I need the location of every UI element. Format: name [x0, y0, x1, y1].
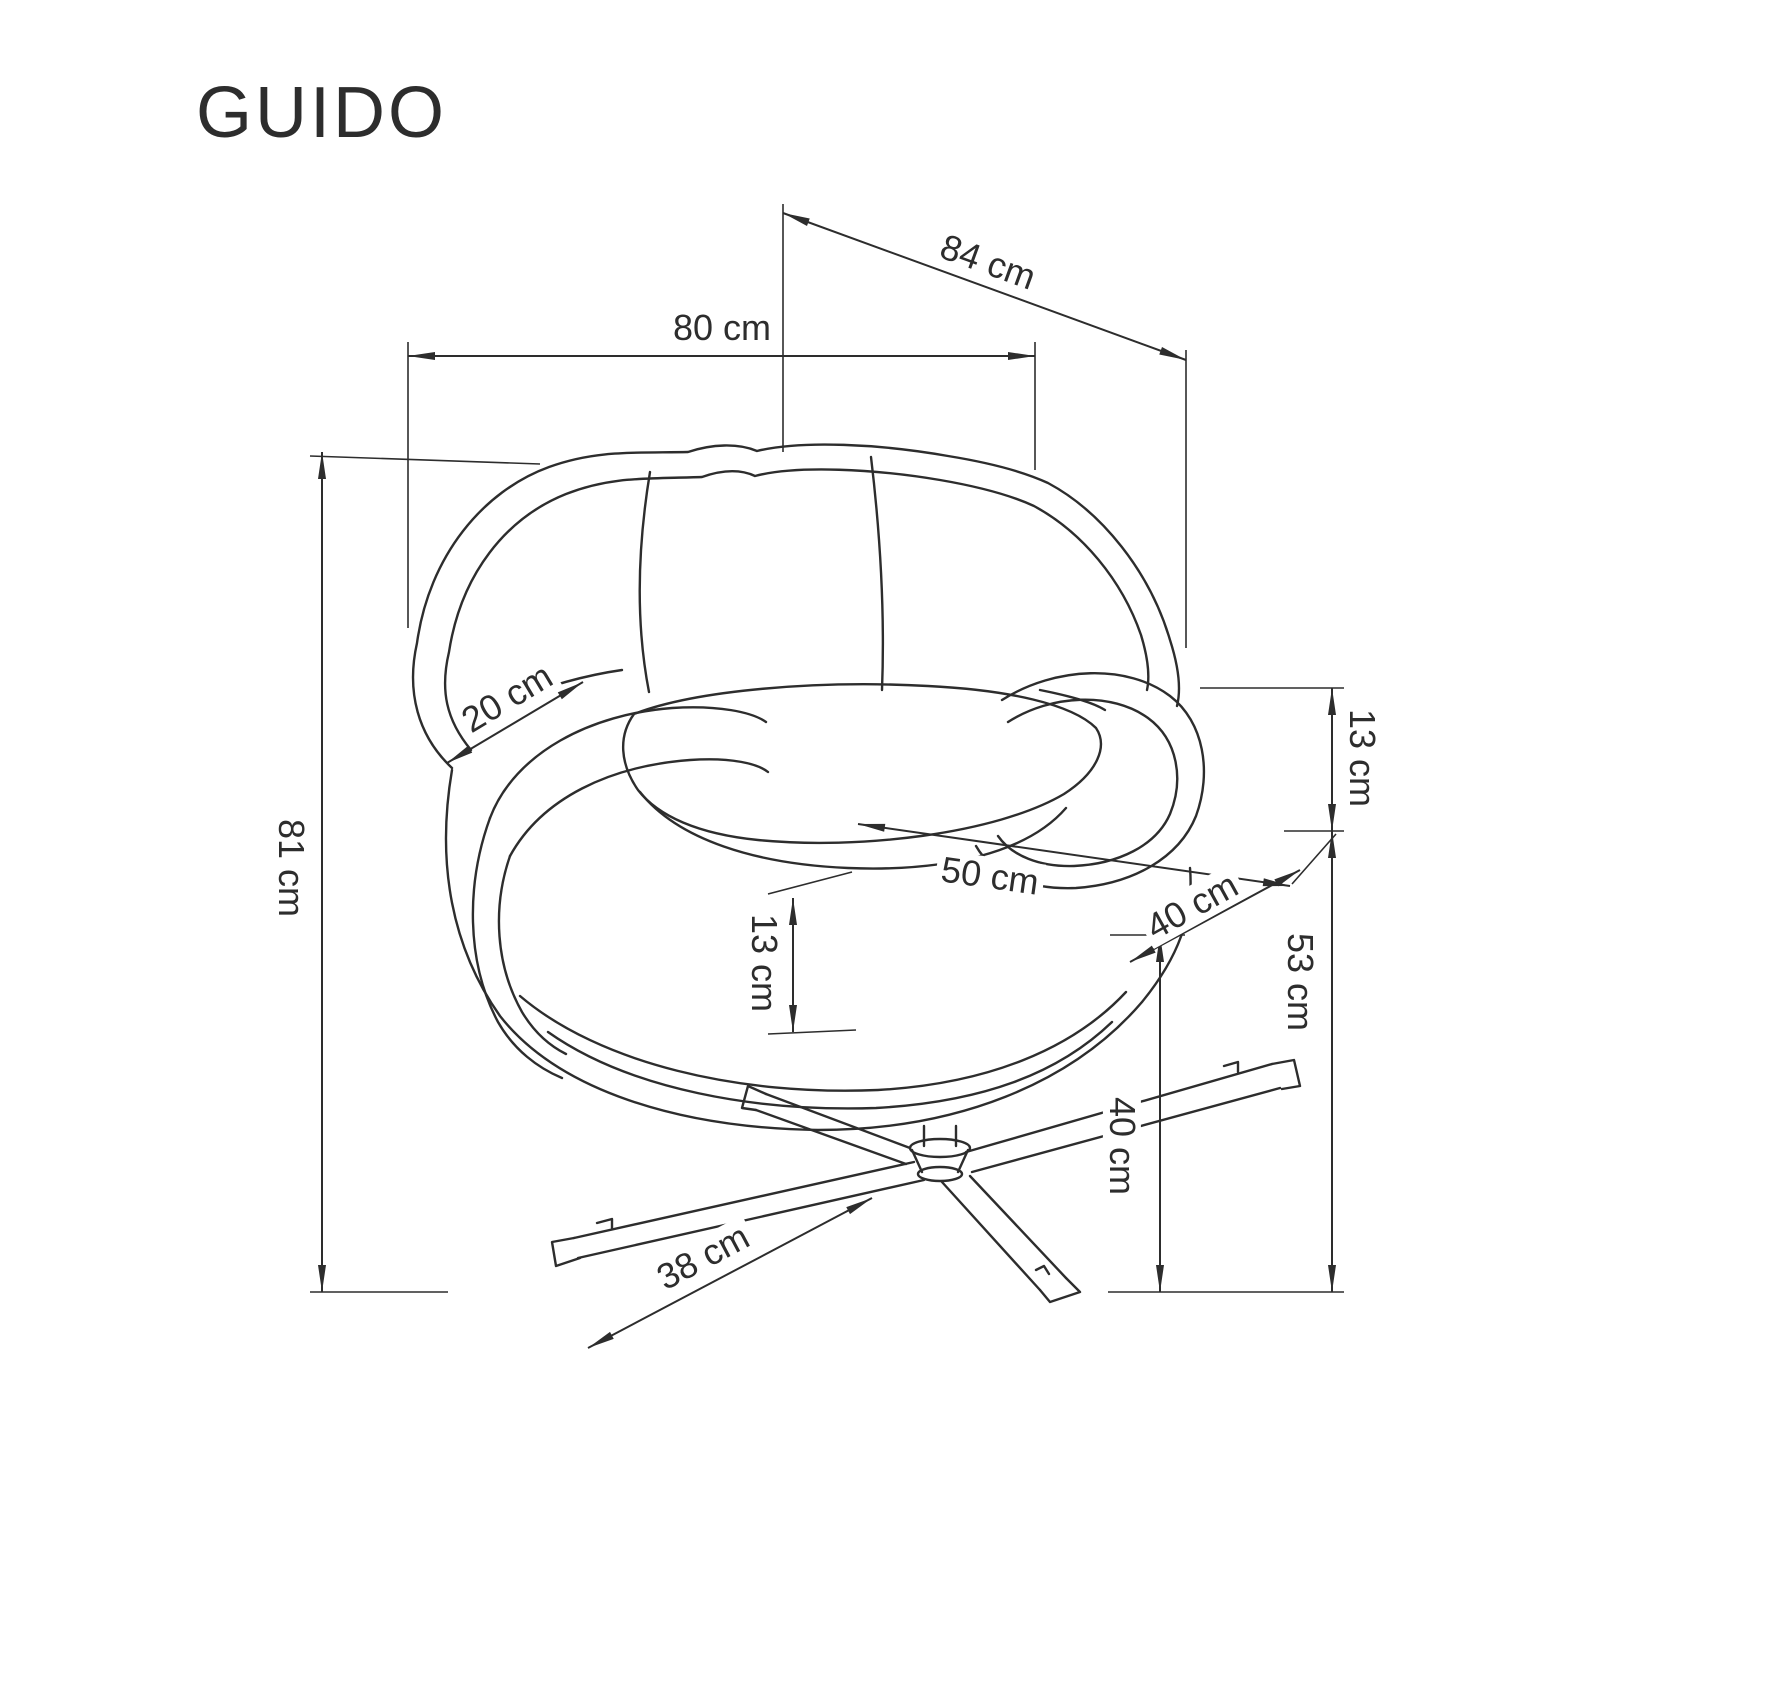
dimension-lines	[318, 212, 1336, 1349]
dim-overall-width-label: 80 cm	[667, 309, 777, 347]
dim-armrest-height-label: 53 cm	[1280, 927, 1321, 1037]
chair-shell-bowl	[444, 768, 1192, 1132]
dim-line-base-leg	[587, 1197, 873, 1349]
chair-backrest	[411, 443, 1181, 770]
dim-seat-height-label: 40 cm	[1102, 1091, 1143, 1201]
dim-line-overall-depth	[782, 212, 1187, 361]
chair-left-armrest	[471, 706, 770, 1080]
dim-armrest-above-seat-label: 13 cm	[1342, 703, 1383, 813]
product-title: GUIDO	[196, 73, 448, 153]
dim-overall-height-label: 81 cm	[271, 813, 312, 923]
dim-cushion-height-label: 13 cm	[744, 908, 785, 1018]
chair-right-armrest	[974, 672, 1206, 890]
dim-line-armrest-depth	[446, 681, 584, 764]
